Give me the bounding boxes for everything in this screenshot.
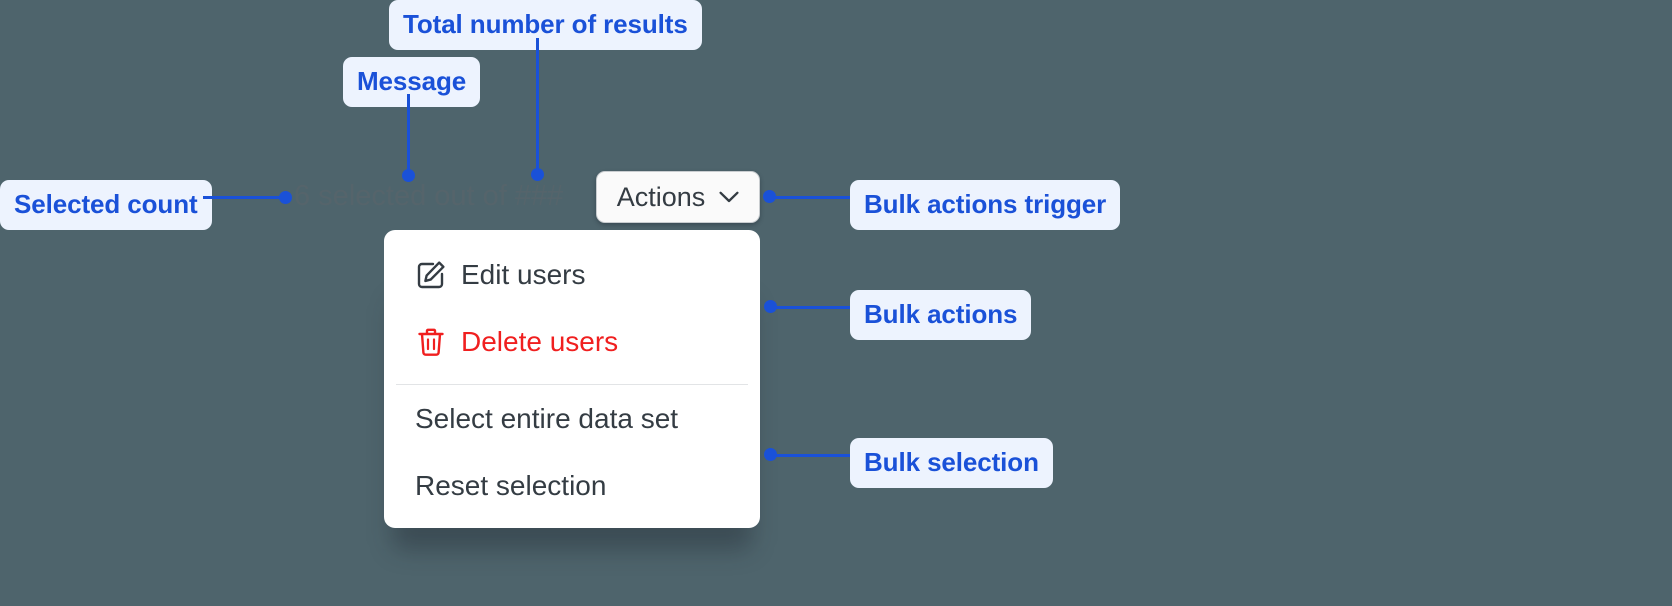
menu-divider bbox=[396, 384, 748, 385]
menu-item-label: Select entire data set bbox=[415, 403, 679, 434]
annotation-label-bulk-actions-trigger: Bulk actions trigger bbox=[850, 180, 1121, 230]
edit-pencil-square-icon bbox=[415, 259, 447, 291]
menu-item-edit-users[interactable]: Edit users bbox=[384, 242, 760, 308]
bulk-actions-trigger-label: Actions bbox=[616, 181, 706, 212]
leader-line-bulk-actions-trigger bbox=[770, 196, 854, 199]
menu-item-reset-selection[interactable]: Reset selection bbox=[384, 453, 760, 519]
menu-item-select-entire-data-set[interactable]: Select entire data set bbox=[384, 386, 760, 452]
leader-dot-bulk-selection bbox=[764, 448, 777, 461]
leader-dot-selected-count bbox=[279, 191, 292, 204]
leader-line-bulk-actions bbox=[774, 306, 854, 309]
leader-dot-bulk-actions-trigger bbox=[763, 190, 776, 203]
annotation-label-total-number-of-results: Total number of results bbox=[389, 0, 702, 50]
annotation-label-bulk-selection: Bulk selection bbox=[850, 438, 1053, 488]
leader-line-selected-count bbox=[203, 196, 285, 199]
leader-dot-bulk-actions bbox=[764, 300, 777, 313]
leader-dot-message bbox=[402, 169, 415, 182]
trash-icon bbox=[415, 326, 447, 358]
leader-line-message bbox=[407, 94, 410, 174]
annotation-label-selected-count: Selected count bbox=[0, 180, 212, 230]
bulk-actions-trigger-button[interactable]: Actions bbox=[596, 171, 760, 223]
menu-item-label: Delete users bbox=[461, 326, 619, 357]
selected-count-message: 6 selected out of ### bbox=[294, 180, 564, 212]
leader-dot-total-number-of-results bbox=[531, 168, 544, 181]
menu-item-delete-users[interactable]: Delete users bbox=[384, 309, 760, 375]
annotation-label-bulk-actions: Bulk actions bbox=[850, 290, 1032, 340]
menu-item-label: Reset selection bbox=[415, 470, 607, 501]
bulk-actions-dropdown-menu: Edit users Delete users Select entire da… bbox=[384, 230, 760, 528]
menu-item-label: Edit users bbox=[461, 259, 586, 290]
leader-line-total-number-of-results bbox=[536, 38, 539, 173]
annotation-label-message: Message bbox=[343, 57, 481, 107]
chevron-down-icon bbox=[719, 191, 739, 203]
leader-line-bulk-selection bbox=[774, 454, 854, 457]
